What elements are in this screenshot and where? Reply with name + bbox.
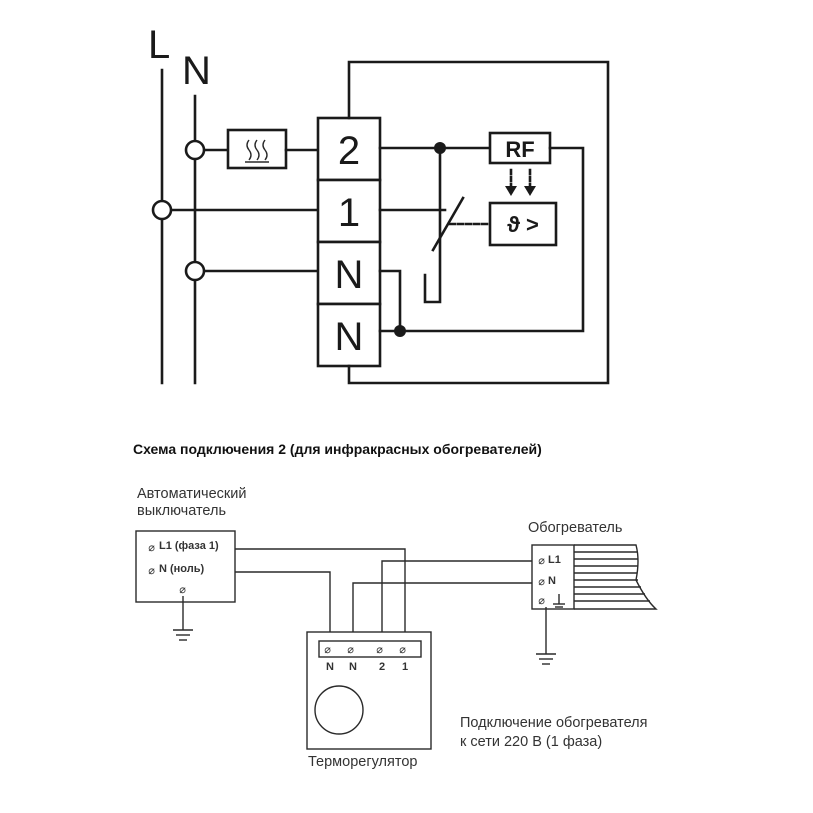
terminal-glyph: ⌀ — [376, 643, 383, 656]
breaker-n-label: N (ноль) — [159, 563, 205, 575]
sensor-symbol: ϑ > — [507, 212, 539, 237]
wire-l1-to-thermostat — [235, 548, 406, 641]
top-schematic: L N 2 1 N N — [148, 23, 610, 385]
heater-l1-label: L1 — [548, 554, 561, 566]
junction-ring — [151, 199, 173, 221]
connection-note: к сети 220 В (1 фаза) — [460, 734, 602, 750]
thermostat-terminal-label: N — [349, 661, 357, 673]
wire-n-to-heater-n — [352, 582, 532, 641]
ground-icon — [553, 594, 565, 608]
thermostat-title: Терморегулятор — [308, 754, 417, 770]
signal-arrows-icon — [505, 168, 536, 196]
terminal-block: 2 1 N N — [316, 116, 382, 368]
terminal-label: 2 — [338, 129, 360, 173]
relay-switch-blade — [431, 196, 465, 252]
heater-body — [574, 544, 658, 610]
wire-termN-link — [378, 269, 402, 333]
terminal-glyph: ⌀ — [148, 564, 155, 577]
heater-terminal-box — [531, 544, 575, 610]
breaker-l1-label: L1 (фаза 1) — [159, 540, 219, 552]
connection-note: Подключение обогревателя — [460, 715, 647, 731]
diagram-caption: Схема подключения 2 (для инфракрасных об… — [133, 441, 542, 457]
bottom-diagram: Автоматический выключатель ⌀ L1 (фаза 1)… — [135, 486, 658, 770]
heater-n-label: N — [548, 575, 556, 587]
terminal-label: 1 — [338, 191, 360, 235]
sensor-module — [488, 201, 558, 247]
terminal-label: N — [335, 315, 364, 359]
terminal-glyph: ⌀ — [538, 575, 545, 588]
wire-t2-to-heater-l1 — [381, 560, 532, 641]
thermostat-terminal-label: N — [326, 661, 334, 673]
breaker-title: Автоматический — [137, 486, 246, 502]
thermostat-knob — [314, 685, 364, 735]
relay-contact-wire — [423, 146, 442, 304]
terminal-glyph: ⌀ — [399, 643, 406, 656]
ground-icon — [173, 629, 193, 641]
terminal-glyph: ⌀ — [324, 643, 331, 656]
line-n-label: N — [182, 49, 211, 93]
breaker-title: выключатель — [137, 503, 226, 519]
junction-ring — [184, 139, 206, 161]
thermostat-terminal-label: 1 — [402, 661, 408, 673]
line-l-label: L — [148, 23, 170, 67]
wire-n-to-thermostat — [235, 571, 331, 641]
thermostat-terminal-strip — [318, 640, 422, 658]
terminal-glyph: ⌀ — [538, 554, 545, 567]
terminal-label: N — [335, 253, 364, 297]
circuit-breaker — [135, 530, 236, 603]
thermostat-terminal-label: 2 — [379, 661, 385, 673]
housing-outline — [347, 60, 610, 385]
junction-ring — [184, 260, 206, 282]
terminal-glyph: ⌀ — [148, 541, 155, 554]
terminal-glyph: ⌀ — [538, 594, 545, 607]
rf-label: RF — [505, 137, 534, 162]
terminal-glyph: ⌀ — [347, 643, 354, 656]
wire-rf-termN — [378, 146, 585, 333]
heater-title: Обогреватель — [528, 520, 622, 536]
heater-waves-icon — [245, 139, 269, 163]
terminal-glyph: ⌀ — [179, 583, 186, 596]
ground-icon — [536, 653, 556, 665]
